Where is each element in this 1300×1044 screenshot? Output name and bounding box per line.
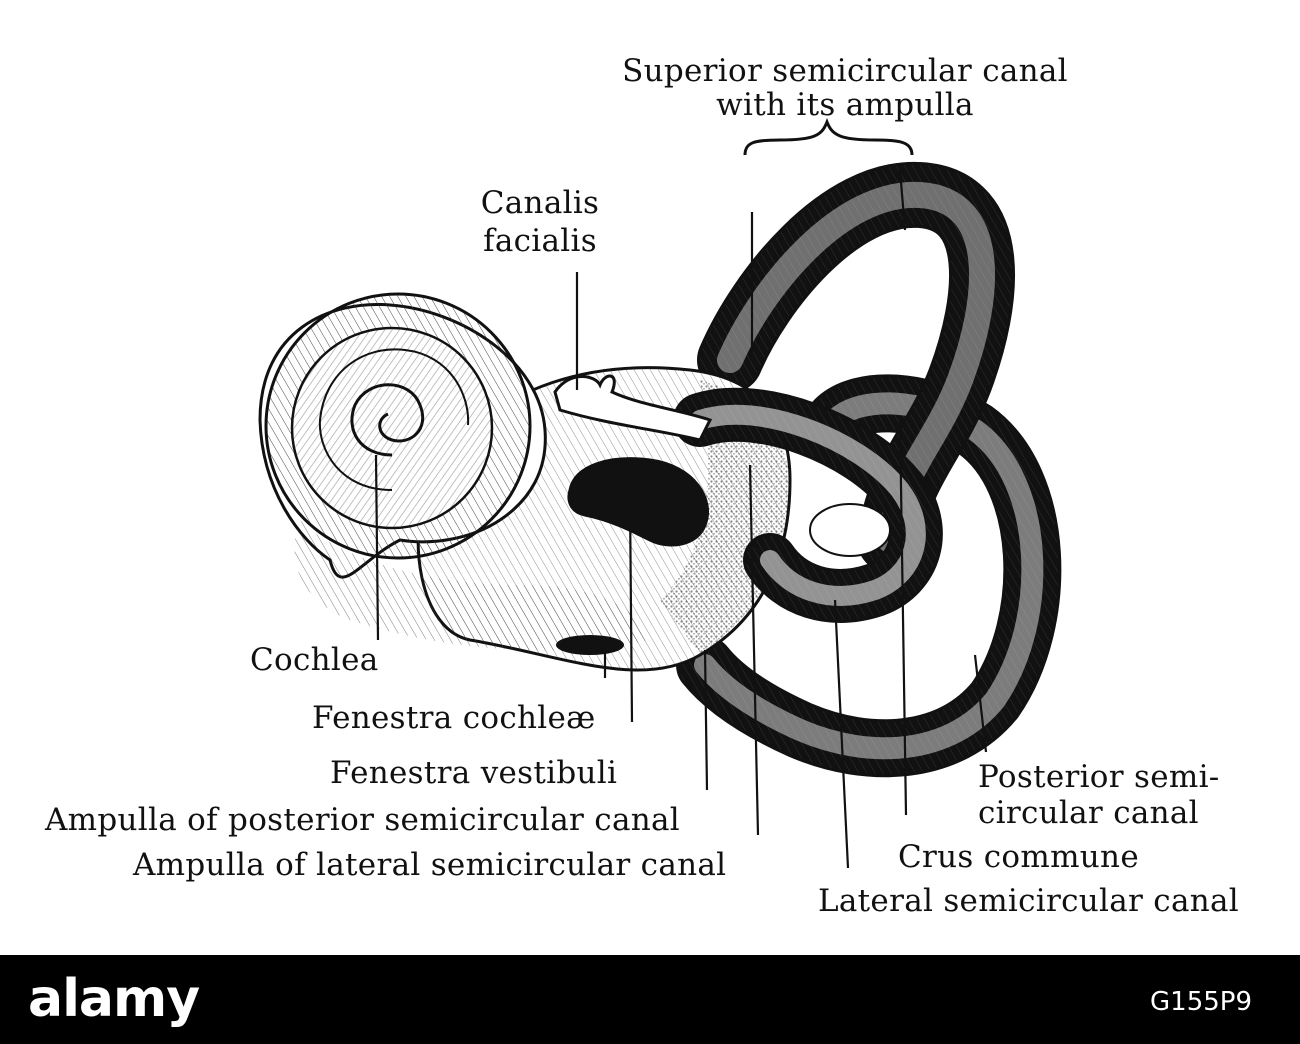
logo-text: alamy <box>28 969 200 1029</box>
label-canalis-line2: facialis <box>483 223 597 259</box>
diagram-stage: Superior semicircular canal with its amp… <box>45 53 1240 919</box>
lateral-canal-shape <box>673 387 943 623</box>
leader-crus <box>898 419 908 816</box>
label-crus-commune: Crus commune <box>898 839 1139 875</box>
label-lateral-canal: Lateral semicircular canal <box>818 883 1240 919</box>
leader-ampulla-lateral <box>748 464 760 836</box>
fenestra-vestibuli-shape <box>567 457 710 547</box>
fenestra-cochleae-shape <box>556 635 624 655</box>
facial-canal-shape <box>553 374 713 442</box>
label-fenestra-vestibuli: Fenestra vestibuli <box>330 755 618 791</box>
label-superior-canal-line2: with its ampulla <box>716 87 974 123</box>
leader-lateral <box>833 599 850 869</box>
leader-superior-b <box>898 169 907 231</box>
alamy-logo: alamy <box>28 973 200 1025</box>
superior-canal-shape <box>697 161 1015 573</box>
leader-ampulla-posterior <box>703 649 709 791</box>
leader-fenestra-vestibuli <box>628 499 634 723</box>
watermark-footer: alamy G155P9 <box>0 955 1300 1044</box>
superior-bracket <box>743 117 914 156</box>
image-id: G155P9 <box>1150 987 1252 1017</box>
leader-cochlea <box>374 454 380 641</box>
leader-posterior <box>973 654 988 753</box>
label-cochlea: Cochlea <box>250 642 379 678</box>
label-posterior-line2: circular canal <box>978 795 1199 831</box>
label-superior-canal-line1: Superior semicircular canal <box>622 53 1068 89</box>
inner-ear-illustration <box>258 117 1062 869</box>
label-ampulla-lateral: Ampulla of lateral semicircular canal <box>133 847 727 883</box>
label-fenestra-cochleae: Fenestra cochleæ <box>312 700 596 736</box>
label-posterior-line1: Posterior semi- <box>978 759 1220 795</box>
label-canalis-line1: Canalis <box>480 185 600 221</box>
cochlea-shape <box>258 292 650 651</box>
label-ampulla-posterior: Ampulla of posterior semicircular canal <box>45 802 680 838</box>
